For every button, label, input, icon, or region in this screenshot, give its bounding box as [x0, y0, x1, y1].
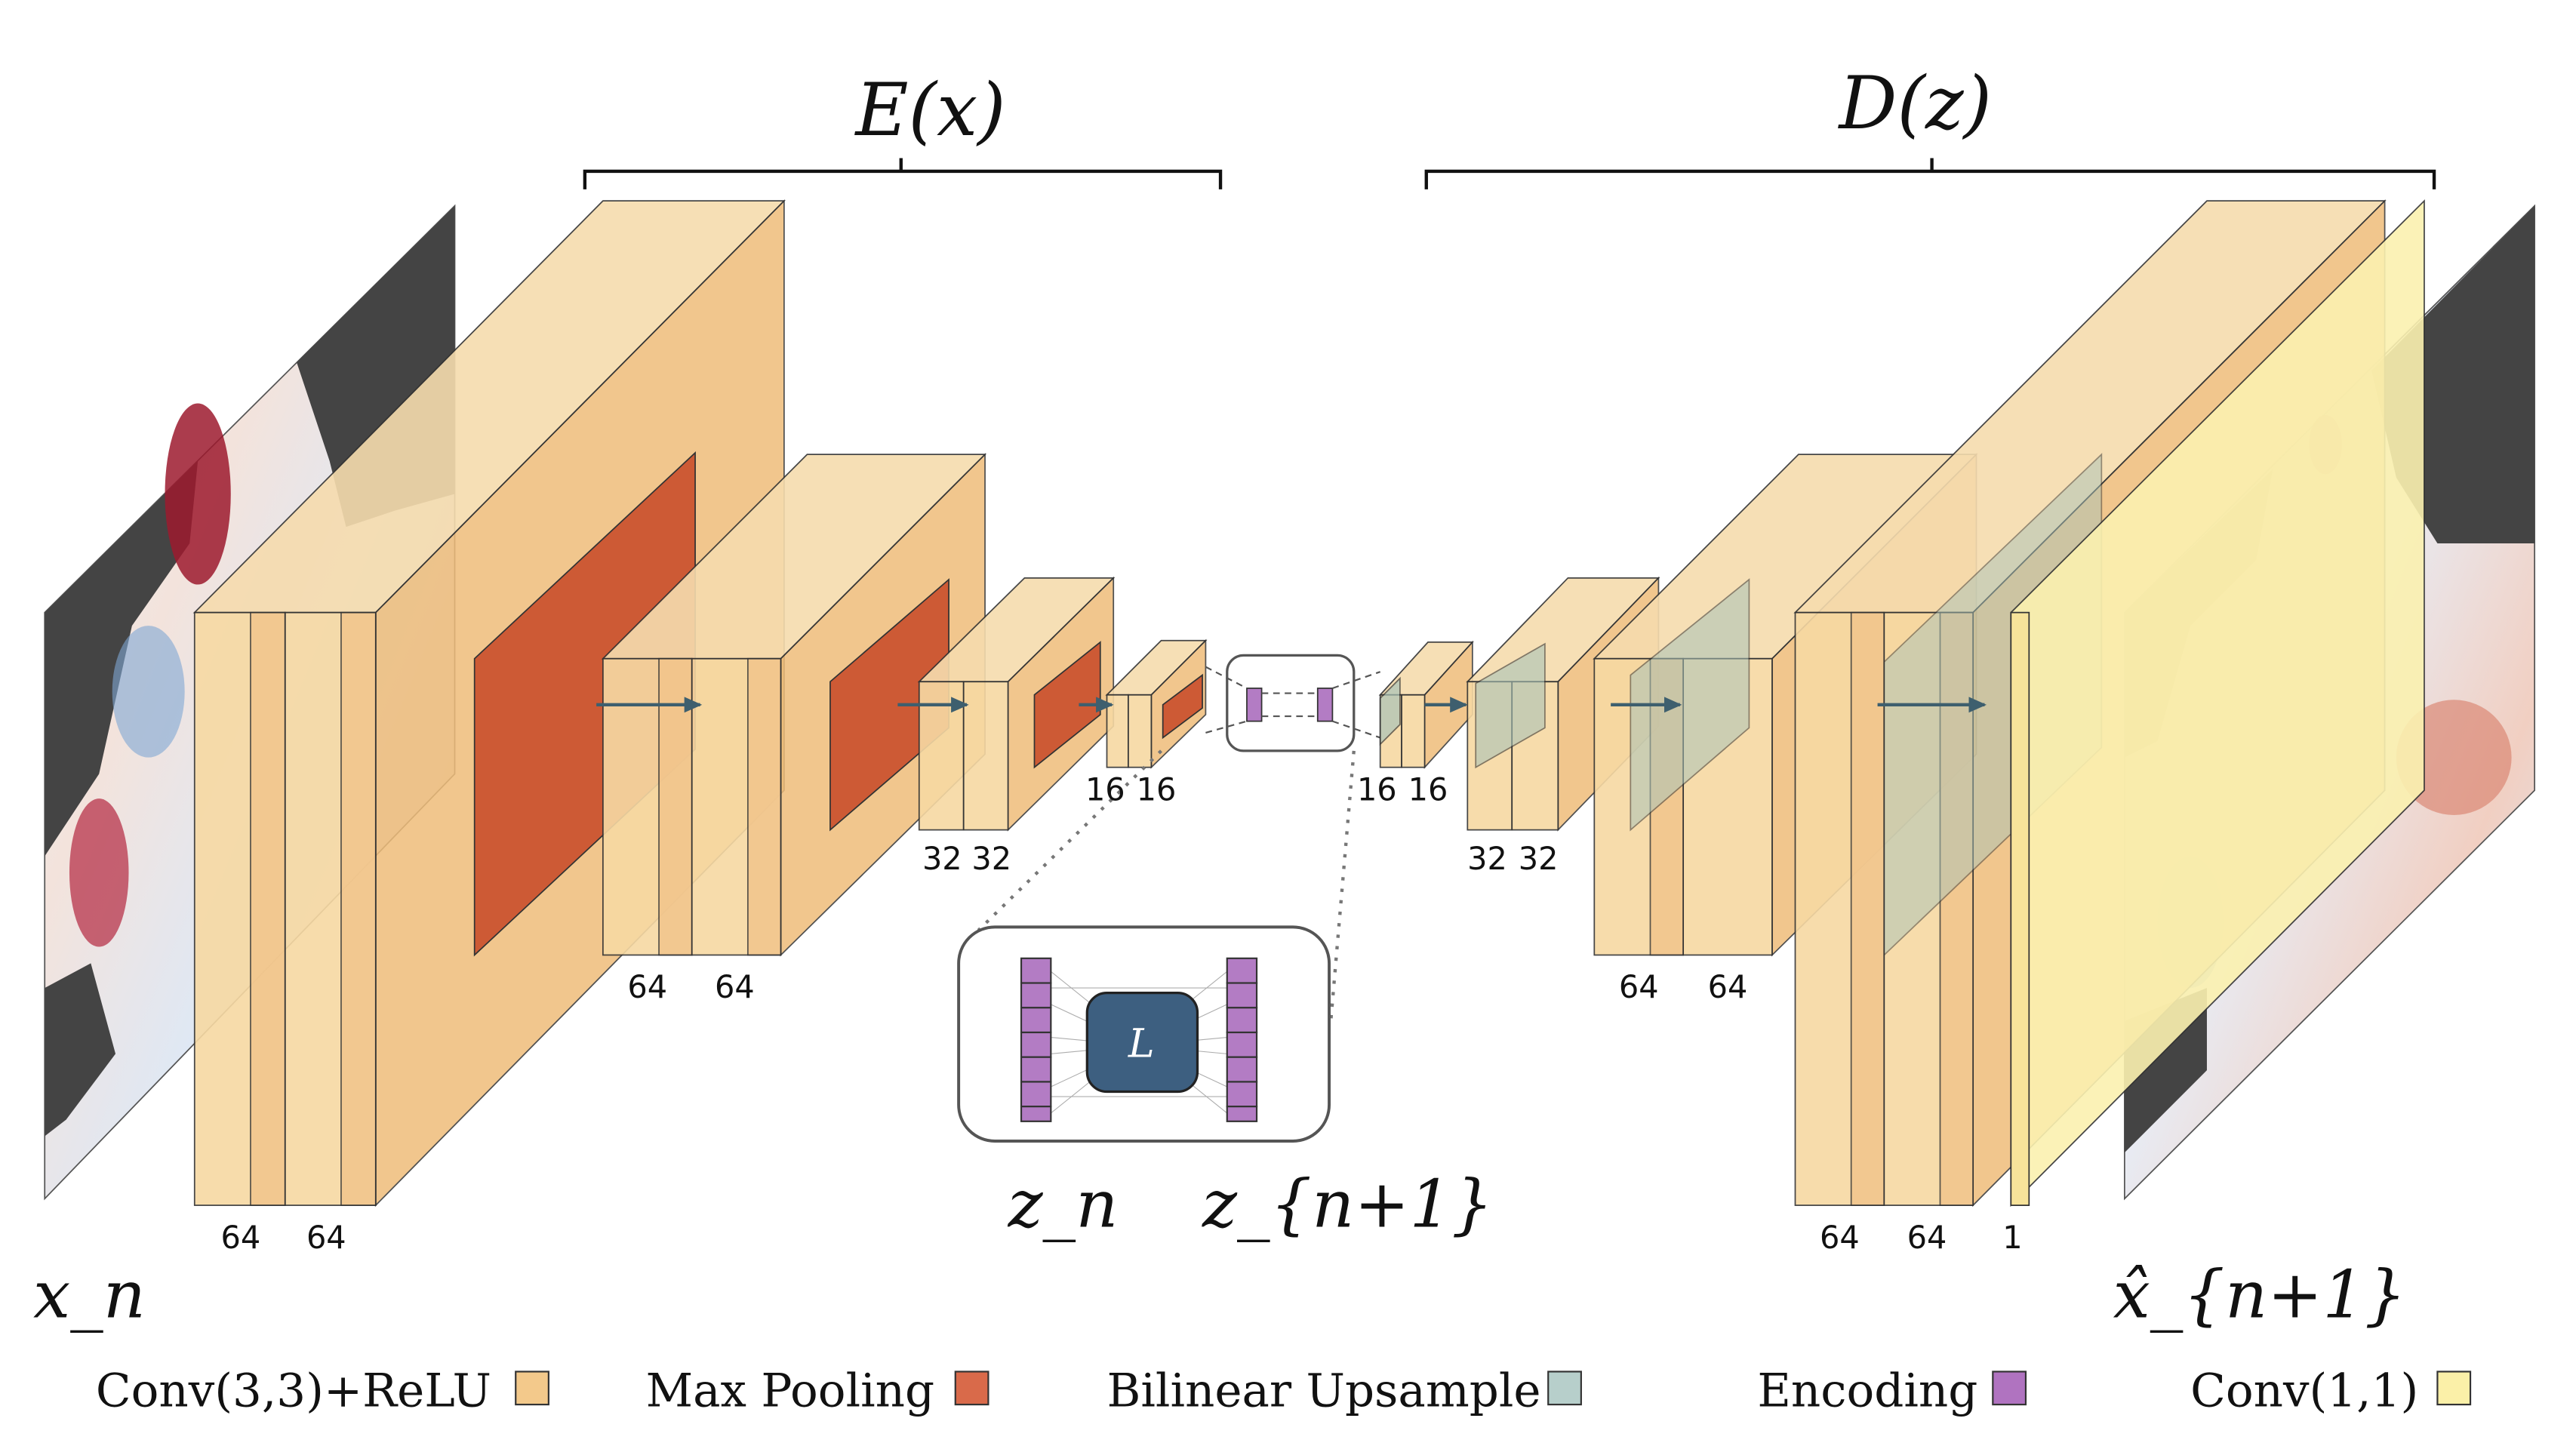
channel-label: 64	[1708, 969, 1748, 1005]
channel-label: 32	[971, 841, 1011, 877]
svg-text:Conv(1,1): Conv(1,1)	[2190, 1364, 2418, 1417]
channel-label: 32	[1519, 841, 1559, 877]
svg-text:Encoding: Encoding	[1757, 1364, 1977, 1417]
conv-swatch-icon	[515, 1371, 549, 1406]
latent-encoding-in	[1246, 688, 1263, 722]
pool-swatch-icon	[954, 1371, 989, 1406]
legend-item-upsample: Bilinear Upsample	[1107, 1364, 1582, 1417]
channel-label: 32	[1467, 841, 1507, 877]
encoder-maxpool-4	[1162, 673, 1203, 740]
latent-dashes	[1205, 666, 1381, 739]
channel-label: 16	[1357, 771, 1397, 808]
channel-label: 16	[1408, 771, 1448, 808]
decoder-conv-block-2	[1466, 576, 1660, 832]
encoding-stack-out	[1226, 957, 1258, 1122]
linear-operator-label: L	[1128, 1021, 1155, 1067]
legend-item-conv11: Conv(1,1)	[2190, 1364, 2472, 1417]
channel-label: 64	[306, 1220, 346, 1256]
encoder-maxpool-3	[1033, 641, 1101, 769]
channel-label: 64	[627, 969, 667, 1005]
legend-item-encoding: Encoding	[1757, 1364, 2027, 1417]
latent-zoom-box	[1226, 654, 1356, 752]
upsample-swatch-icon	[1547, 1371, 1582, 1406]
input-label: x_n	[33, 1256, 146, 1333]
svg-text:Max Pooling: Max Pooling	[646, 1364, 934, 1417]
channel-label: 16	[1085, 771, 1125, 808]
latent-out-label: z_{n+1}	[1202, 1165, 1493, 1242]
encoder-brace	[583, 158, 1223, 189]
zoom-guides	[977, 749, 1356, 1021]
svg-text:Bilinear Upsample: Bilinear Upsample	[1107, 1364, 1541, 1417]
decoder-title: D(z)	[1838, 61, 1992, 146]
legend-item-maxpool: Max Pooling	[646, 1364, 989, 1417]
legend: Conv(3,3)+ReLU Max Pooling Bilinear Upsa…	[96, 1364, 2472, 1417]
channel-label: 64	[715, 969, 755, 1005]
channel-label: 64	[1820, 1220, 1860, 1256]
decoder-brace	[1424, 158, 2436, 189]
channel-label: 64	[1619, 969, 1659, 1005]
encoding-swatch-icon	[1992, 1371, 2027, 1406]
conv11-swatch-icon	[2436, 1371, 2472, 1406]
decoder-conv11-block	[2010, 199, 2425, 1208]
encoder-title: E(x)	[854, 68, 1005, 152]
channel-label: 32	[922, 841, 962, 877]
linear-operator-box	[1085, 992, 1199, 1094]
operator-zoom-panel: L	[957, 925, 1331, 1143]
latent-in-label: z_n	[1008, 1165, 1119, 1242]
encoding-stack-in	[1020, 957, 1052, 1122]
channel-label: 16	[1137, 771, 1177, 808]
channel-label: 1	[2002, 1220, 2022, 1256]
output-label: x̂_{n+1}	[2113, 1256, 2407, 1333]
channel-label: 64	[220, 1220, 260, 1256]
legend-item-conv: Conv(3,3)+ReLU	[96, 1364, 549, 1417]
svg-text:Conv(3,3)+ReLU: Conv(3,3)+ReLU	[96, 1364, 491, 1417]
latent-encoding-out	[1316, 688, 1334, 722]
channel-label: 64	[1907, 1220, 1947, 1256]
